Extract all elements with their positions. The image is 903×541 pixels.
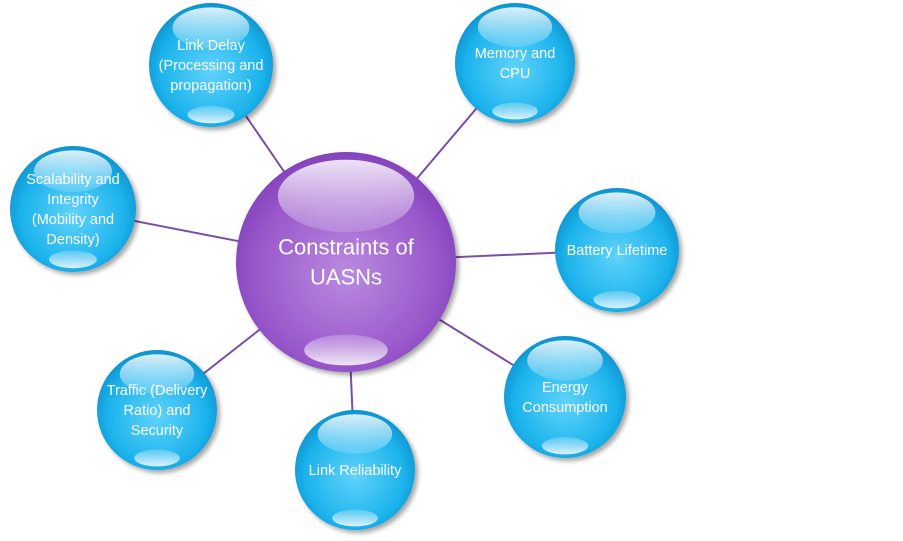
node-scalability-label-line: Scalability and [26, 172, 120, 188]
center-node-reflection [304, 334, 388, 366]
node-memory-cpu-label-line: CPU [500, 66, 531, 82]
node-memory-cpu-reflection [492, 102, 538, 120]
node-energy-reflection [541, 437, 589, 455]
node-link-reliability-label-line: Link Reliability [309, 463, 402, 479]
node-link-delay-label-line: Link Delay [177, 38, 245, 54]
node-scalability-reflection [49, 250, 97, 269]
node-scalability-label-line: Integrity [47, 192, 99, 208]
node-link-delay: Link Delay (Processing and propagation) [149, 3, 273, 127]
node-scalability-label-line: (Mobility and [32, 212, 114, 228]
node-battery-highlight [578, 192, 656, 234]
node-battery-label-line: Battery Lifetime [567, 243, 668, 259]
node-link-delay-label-line: (Processing and [159, 58, 264, 74]
node-traffic-reflection [134, 449, 180, 467]
node-link-delay-label-line: propagation) [170, 78, 251, 94]
node-traffic-highlight [119, 354, 195, 394]
node-battery: Battery Lifetime [555, 188, 679, 312]
node-link-delay-reflection [187, 105, 235, 124]
node-traffic-label-line: Ratio) and [124, 403, 191, 419]
center-node-highlight [277, 159, 415, 233]
node-traffic-label-line: Traffic (Delivery [107, 383, 208, 399]
node-link-reliability-reflection [332, 509, 378, 527]
center-node: Constraints of UASNs [236, 152, 456, 372]
node-scalability-label-line: Density) [46, 232, 99, 248]
node-memory-cpu-highlight [477, 7, 553, 47]
node-energy-highlight [527, 340, 603, 381]
center-node-label-line: Constraints of [278, 235, 415, 260]
node-energy-label-line: Consumption [522, 400, 607, 416]
node-memory-cpu-label-line: Memory and [475, 46, 556, 62]
node-traffic-label-line: Security [131, 423, 184, 439]
node-energy-label-line: Energy [542, 380, 589, 396]
node-link-reliability-highlight [317, 414, 393, 454]
center-node-label-line: UASNs [310, 265, 382, 290]
node-scalability-highlight [33, 150, 113, 192]
node-link-delay-highlight [172, 7, 250, 49]
node-link-reliability: Link Reliability [295, 410, 415, 530]
node-battery-reflection [593, 290, 641, 309]
